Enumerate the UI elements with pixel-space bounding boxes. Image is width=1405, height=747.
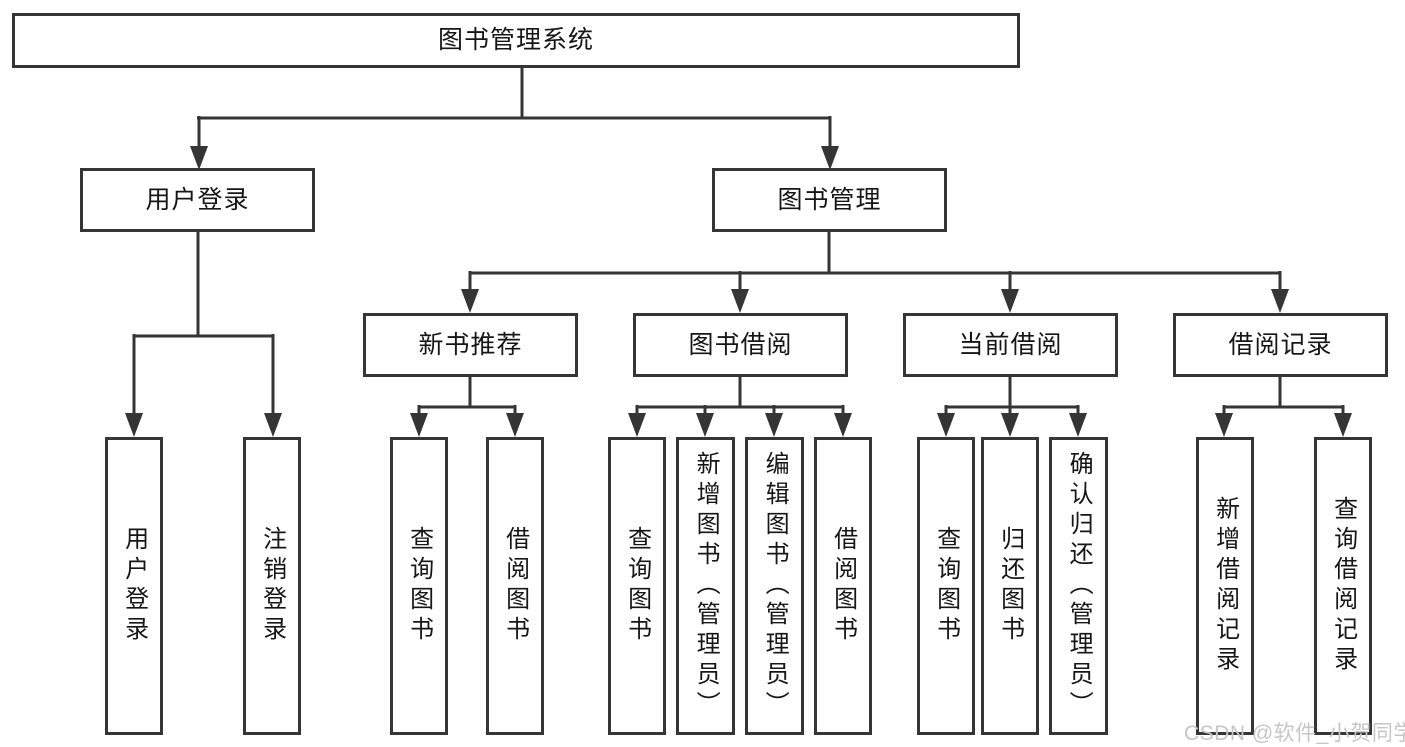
leaf-bb-borrow-books: 借阅图书 — [814, 437, 872, 735]
leaf-cb-confirm-return-admin: 确认归还（管理员） — [1049, 437, 1108, 735]
arrowheads — [125, 146, 1352, 437]
leaf-cb-return-books: 归还图书 — [981, 437, 1039, 735]
leaf-cb-query-books: 查询图书 — [917, 437, 975, 735]
leaf-bb-query-books: 查询图书 — [608, 437, 666, 735]
node-borrowing-records: 借阅记录 — [1173, 313, 1388, 377]
node-current-borrowing: 当前借阅 — [903, 313, 1118, 377]
node-new-book-recommend: 新书推荐 — [363, 313, 578, 377]
node-book-borrowing: 图书借阅 — [633, 313, 848, 377]
leaf-bb-edit-books-admin: 编辑图书（管理员） — [745, 437, 804, 735]
node-user-login: 用户登录 — [80, 168, 315, 232]
leaf-logout: 注销登录 — [243, 437, 301, 735]
leaf-nb-query-books: 查询图书 — [390, 437, 448, 735]
leaf-user-login: 用户登录 — [105, 437, 163, 735]
leaf-br-query-record: 查询借阅记录 — [1314, 437, 1372, 735]
leaf-bb-add-books-admin: 新增图书（管理员） — [676, 437, 735, 735]
node-book-management: 图书管理 — [712, 168, 947, 232]
leaf-nb-borrow-books: 借阅图书 — [486, 437, 544, 735]
csdn-watermark: CSDN @软件_小贺同学 — [1184, 722, 1405, 745]
node-system-root: 图书管理系统 — [12, 13, 1020, 68]
leaf-br-add-record: 新增借阅记录 — [1196, 437, 1254, 735]
